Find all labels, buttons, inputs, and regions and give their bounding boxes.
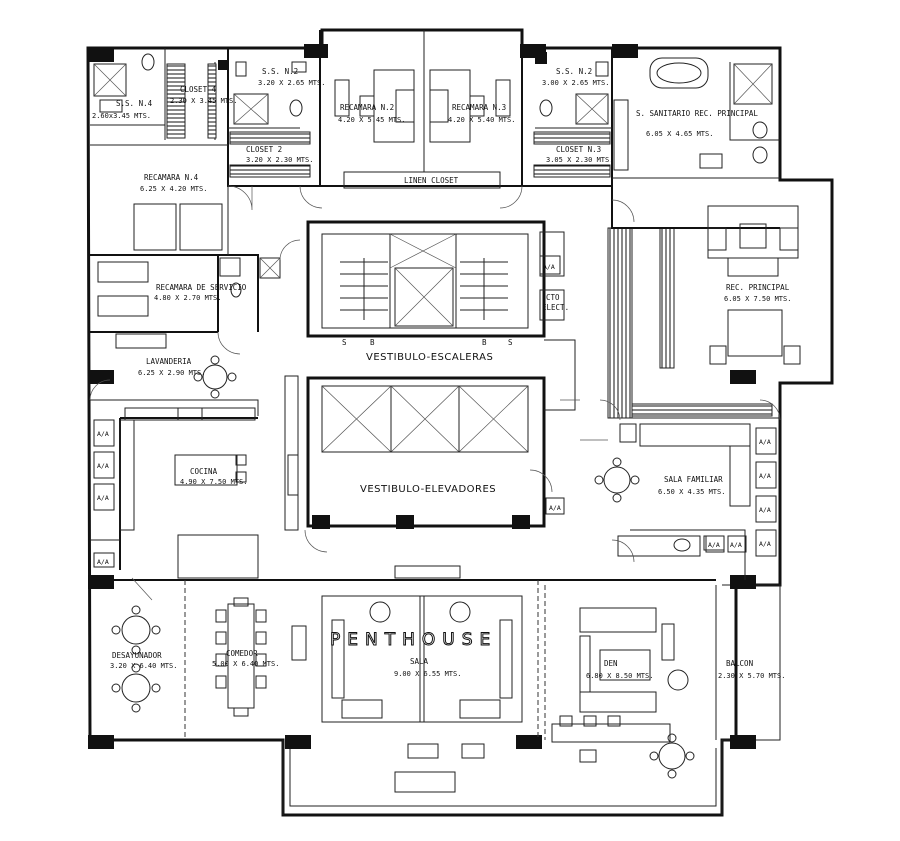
room-dims: 3.20 X 6.40 MTS. [110, 662, 177, 670]
stair-down-label: B [370, 338, 375, 347]
outer-walls [86, 28, 834, 817]
master-closet-rack-2 [631, 403, 773, 417]
stair-down-label: B [482, 338, 487, 347]
bed-4a [133, 203, 177, 251]
master-closet-rack-3 [659, 227, 675, 369]
duct-box [259, 257, 281, 279]
vestibule-elevators-label: VESTIBULO-ELEVADORES [360, 484, 496, 495]
linen-closet-label: LINEN CLOSET [404, 176, 459, 185]
room-name: RECAMARA N.2 [340, 103, 394, 112]
aa-label: A/A [730, 541, 742, 549]
room-dims: 3.20 X 2.30 MTS. [246, 156, 313, 164]
room-dims: 4.20 X 5.40 MTS. [448, 116, 515, 124]
bed-service-b [97, 295, 149, 317]
room-dims: 4.90 X 7.50 MTS. [180, 478, 247, 486]
service-shower [219, 257, 241, 277]
door-swings [89, 185, 781, 601]
room-labels: S.S. N.4 2.60x3.45 MTS. CLOSET 4 2.30 X … [92, 67, 791, 680]
room-dims: 2.30 X 5.70 MTS. [718, 672, 785, 680]
room-dims: 3.20 X 2.65 MTS. [258, 79, 325, 87]
room-name: S. SANITARIO REC. PRINCIPAL [636, 109, 758, 118]
room-name: COCINA [190, 467, 218, 476]
room-name: S.S. N.4 [116, 99, 153, 108]
aa-label: A/A [759, 506, 771, 514]
core [284, 220, 576, 531]
left-wing-walls [90, 186, 259, 579]
aa-label: A/A [97, 494, 109, 502]
aa-label: A/A [759, 438, 771, 446]
service-toilet [230, 282, 242, 298]
living-zone [111, 565, 695, 793]
room-name: RECAMARA N.4 [144, 173, 199, 182]
room-dims: 3.05 X 2.30 MTS. [546, 156, 613, 164]
room-dims: 6.50 X 4.35 MTS. [658, 488, 725, 496]
vestibule-stairs-label: VESTIBULO-ESCALERAS [366, 352, 493, 363]
room-name: REC. PRINCIPAL [726, 283, 790, 292]
room-dims: 6.05 X 4.65 MTS. [646, 130, 713, 138]
room-name: RECAMARA DE SERVICIO [156, 283, 247, 292]
closet3-rack [533, 131, 611, 145]
kitchen-island [174, 454, 238, 486]
bed-4b [179, 203, 223, 251]
closet4-rack [166, 63, 186, 139]
room-dims: 6.05 X 7.50 MTS. [724, 295, 791, 303]
aa-label: A/A [759, 540, 771, 548]
room-dims: 4.80 X 2.70 MTS. [154, 294, 221, 302]
aa-label: A/A [549, 504, 561, 512]
aa-label: A/A [97, 462, 109, 470]
room-name: CLOSET 2 [246, 145, 282, 154]
closet4-rack-2 [207, 63, 217, 139]
right-wing [539, 186, 801, 580]
room-dims: 9.00 X 6.55 MTS. [394, 670, 461, 678]
aa-unit [93, 419, 115, 447]
room-name: SALA FAMILIAR [664, 475, 723, 484]
room-dims: 6.80 X 8.50 MTS. [586, 672, 653, 680]
room-name: SALA [410, 657, 429, 666]
room-dims: 4.20 X 5.45 MTS. [338, 116, 405, 124]
closet2-rack [229, 131, 311, 145]
aa-label: A/A [97, 558, 109, 566]
bath-fixtures [93, 53, 773, 171]
room-dims: 2.60x3.45 MTS. [92, 112, 151, 120]
top-wing-walls [90, 30, 780, 189]
room-dims: 3.00 X 2.65 MTS. [542, 79, 609, 87]
room-name: DESAYUNADOR [112, 651, 162, 660]
room-dims: 6.25 X 4.20 MTS. [140, 185, 207, 193]
aa-labels: A/A A/A A/A A/A A/A A/A A/A A/A A/A A/A … [97, 263, 771, 566]
room-dims: 5.00 X 6.40 MTS. [212, 660, 279, 668]
room-name: RECAMARA N.3 [452, 103, 506, 112]
page-title: PENTHOUSE [330, 630, 497, 650]
room-dims: 6.25 X 2.90 MTS. [138, 369, 205, 377]
aa-label: A/A [97, 430, 109, 438]
aa-label: A/A [708, 541, 720, 549]
aa-label: A/A [759, 472, 771, 480]
room-name: S.S. N.2 [556, 67, 592, 76]
room-name: CLOSET 4 [180, 85, 217, 94]
bedroom-beds [334, 69, 511, 143]
corridor-line [560, 399, 608, 441]
room-dims: 2.30 X 3.45 MTS. [170, 97, 237, 105]
closet3-rack-2 [533, 164, 611, 178]
room-name: BALCON [726, 659, 753, 668]
room-name: DEN [604, 659, 618, 668]
laundry-table [202, 364, 228, 390]
aa-label: A/A [543, 263, 555, 271]
room-name: S.S. N.2 [262, 67, 298, 76]
master-closet-rack [607, 227, 633, 419]
room-name: COMEDOR [226, 649, 258, 658]
stair-up-label: S [342, 338, 347, 347]
room-name: LAVANDERIA [146, 357, 192, 366]
kitchen-counter-side [119, 419, 135, 531]
bed-service-a [97, 261, 149, 283]
room-name: CLOSET N.3 [556, 145, 601, 154]
cto-elect-label: CTO [546, 293, 560, 302]
laundry-counter [115, 333, 167, 349]
stair-up-label: S [508, 338, 513, 347]
closet2-rack-2 [229, 164, 311, 178]
cto-elect-label-2: ELECT. [542, 303, 569, 312]
